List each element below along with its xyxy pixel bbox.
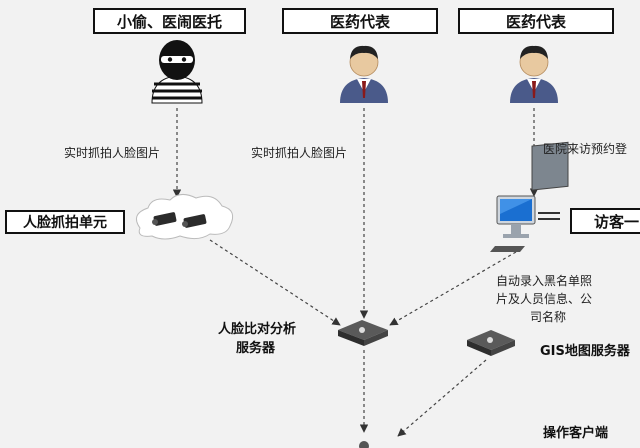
operator-client-label: 操作客户端 <box>543 426 609 441</box>
role-label: 医药代表 <box>505 12 566 31</box>
gis-server-label: GIS地图服务器 <box>540 344 630 359</box>
camera-icon <box>152 212 177 226</box>
role-label: 医药代表 <box>329 12 390 31</box>
auto-entry-line2: 片及人员信息、公 <box>496 292 593 306</box>
compare-server-label-line1: 人脸比对分析 <box>218 322 297 337</box>
thief-icon <box>151 40 203 104</box>
arrow-gis-to-client <box>397 359 487 437</box>
role-box-pharma-rep: 医药代表 <box>282 8 438 34</box>
camera-cloud-icon <box>135 194 234 240</box>
role-box-thief: 小偷、医闹医托 <box>93 8 246 34</box>
businessman-icon <box>340 45 388 103</box>
businessman-icon <box>510 45 558 103</box>
computer-icon <box>490 141 569 252</box>
connectors <box>172 108 539 437</box>
compare-server-label-line2: 服务器 <box>236 341 276 356</box>
camera-icon <box>182 214 207 228</box>
arrow-camera-to-server <box>209 239 341 326</box>
edge-label-visitor-registration: 医院来访预约登 <box>543 142 628 156</box>
visitor-terminal-label: 访客一 <box>594 212 640 231</box>
client-device-icon <box>359 441 369 448</box>
face-capture-unit-box: 人脸抓拍单元 <box>5 210 125 234</box>
face-capture-unit-label: 人脸抓拍单元 <box>23 215 107 231</box>
arrow-terminal-to-server <box>389 251 517 326</box>
gis-server-icon <box>467 330 515 356</box>
edge-label-capture-left: 实时抓拍人脸图片 <box>64 146 161 160</box>
role-box-pharma-rep: 医药代表 <box>458 8 614 34</box>
visitor-terminal-box: 访客一 <box>570 208 640 234</box>
auto-entry-line3: 司名称 <box>530 310 567 324</box>
role-label: 小偷、医闹医托 <box>116 12 222 31</box>
edge-label-capture-mid: 实时抓拍人脸图片 <box>251 146 348 160</box>
auto-entry-line1: 自动录入黑名单照 <box>496 274 593 288</box>
server-device-icon <box>338 320 388 346</box>
